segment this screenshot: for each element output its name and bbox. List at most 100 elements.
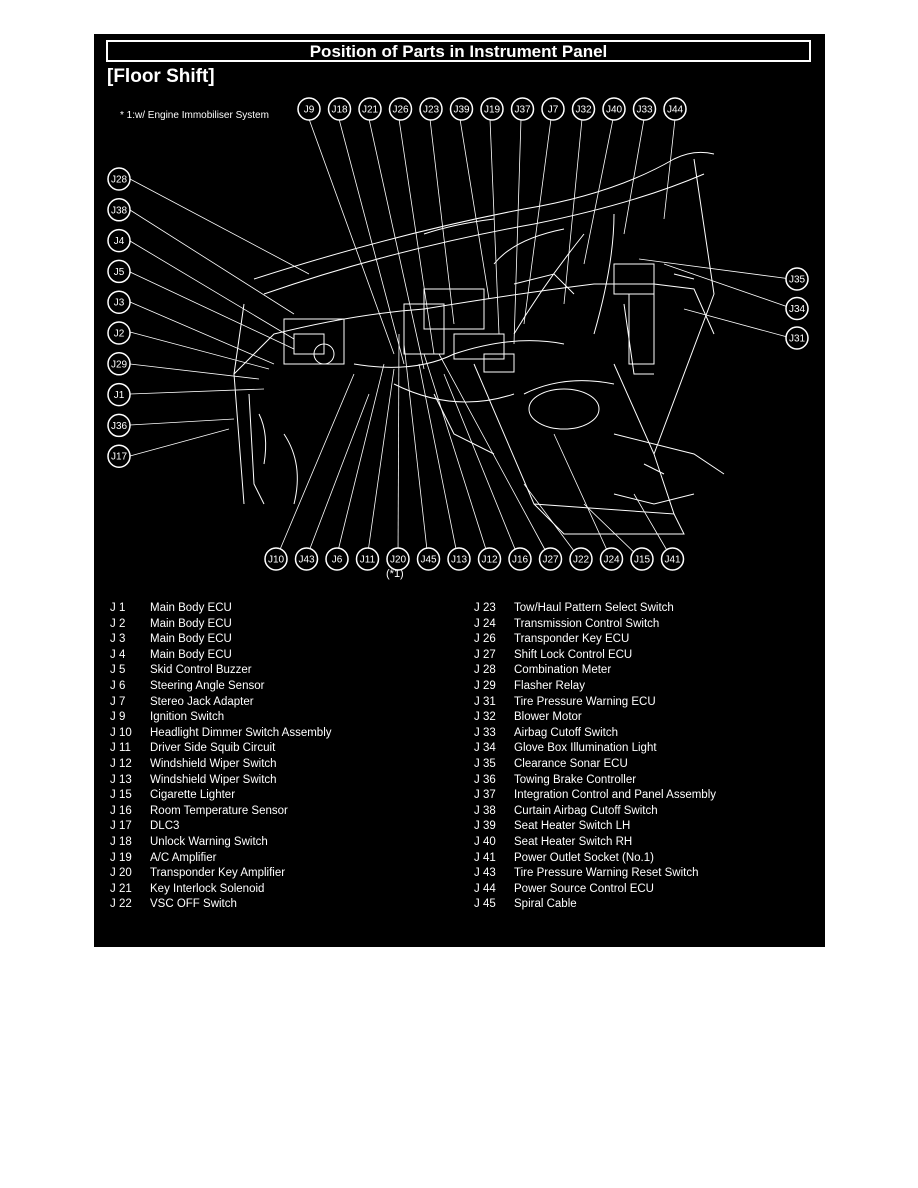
callout-circle bbox=[508, 547, 532, 571]
callout-label: J28 bbox=[111, 175, 128, 186]
legend-code: J 5 bbox=[110, 664, 126, 677]
legend-code: J 7 bbox=[110, 695, 126, 708]
legend-name: Transponder Key Amplifier bbox=[150, 867, 286, 880]
legend-name: Cigarette Lighter bbox=[150, 789, 236, 802]
callout-j10: J10 bbox=[264, 547, 288, 571]
callout-j5: J5 bbox=[107, 259, 131, 284]
callout-j45: J45 bbox=[416, 547, 441, 571]
callout-label: J22 bbox=[573, 555, 590, 566]
legend-name: Integration Control and Panel Assembly bbox=[514, 789, 717, 802]
legend-name: Flasher Relay bbox=[514, 679, 585, 692]
legend-code: J 13 bbox=[110, 773, 132, 786]
callout-label: J36 bbox=[111, 421, 128, 432]
legend-name: Steering Angle Sensor bbox=[150, 679, 265, 692]
legend-code: J 2 bbox=[110, 617, 126, 630]
callout-j4: J4 bbox=[107, 228, 131, 253]
legend-item: J 13 Windshield Wiper Switch bbox=[110, 773, 332, 789]
callout-j17: J17 bbox=[107, 444, 131, 468]
callout-j19: J19 bbox=[480, 97, 504, 121]
callout-j32: J32 bbox=[571, 97, 596, 121]
legend-item: J 20 Transponder Key Amplifier bbox=[110, 866, 332, 882]
legend-code: J 45 bbox=[474, 898, 496, 911]
legend-item: J 2 Main Body ECU bbox=[110, 617, 332, 633]
legend-name: Glove Box Illumination Light bbox=[514, 742, 657, 755]
callout-circle bbox=[571, 97, 596, 121]
callout-circle bbox=[602, 97, 626, 121]
legend-code: J 11 bbox=[110, 742, 131, 755]
legend-name: Windshield Wiper Switch bbox=[150, 773, 277, 786]
legend-code: J 28 bbox=[474, 664, 496, 677]
callout-j20: J20 bbox=[386, 547, 410, 571]
legend-item: J 28 Combination Meter bbox=[474, 663, 716, 679]
legend-code: J 16 bbox=[110, 804, 132, 817]
callout-circle bbox=[107, 259, 131, 284]
callout-label: J2 bbox=[114, 329, 125, 340]
callout-circle bbox=[541, 97, 565, 121]
legend-code: J 27 bbox=[474, 648, 496, 661]
legend-name: Curtain Airbag Cutoff Switch bbox=[514, 804, 658, 817]
callout-circle bbox=[416, 547, 441, 571]
callout-circle bbox=[107, 198, 131, 222]
callout-j15: J15 bbox=[630, 547, 654, 571]
legend-code: J 33 bbox=[474, 726, 496, 739]
legend-name: Main Body ECU bbox=[150, 617, 232, 630]
callout-label: J1 bbox=[114, 390, 125, 401]
callout-j27: J27 bbox=[538, 547, 563, 571]
callout-j28: J28 bbox=[107, 167, 131, 191]
legend-code: J 43 bbox=[474, 867, 496, 880]
callout-label: J33 bbox=[636, 105, 653, 116]
callout-label: J35 bbox=[789, 275, 806, 286]
legend-name: Transmission Control Switch bbox=[514, 617, 660, 630]
callout-j36: J36 bbox=[107, 413, 131, 438]
callout-circle bbox=[107, 352, 131, 376]
note: * 1:w/ Engine Immobiliser System bbox=[120, 110, 269, 121]
callout-circle bbox=[107, 290, 131, 314]
callout-label: J6 bbox=[332, 555, 343, 566]
legend-name: Power Outlet Socket (No.1) bbox=[514, 851, 654, 864]
callout-j40: J40 bbox=[602, 97, 626, 121]
callout-label: J29 bbox=[111, 359, 128, 370]
callout-circle bbox=[107, 228, 131, 253]
callout-j37: J37 bbox=[510, 97, 535, 121]
callout-j41: J41 bbox=[660, 547, 685, 571]
legend-code: J 9 bbox=[110, 711, 126, 724]
legend-name: Unlock Warning Switch bbox=[150, 835, 268, 848]
callout-circle bbox=[663, 97, 687, 121]
callout-j12: J12 bbox=[477, 547, 502, 571]
legend-code: J 15 bbox=[110, 789, 132, 802]
legend-name: Room Temperature Sensor bbox=[150, 804, 288, 817]
callout-label: J45 bbox=[420, 555, 437, 566]
legend-code: J 31 bbox=[474, 695, 496, 708]
callout-circle bbox=[297, 97, 321, 121]
callout-j13: J13 bbox=[447, 547, 471, 571]
callout-j6: J6 bbox=[325, 547, 349, 571]
callout-label: J13 bbox=[451, 555, 468, 566]
legend-name: Clearance Sonar ECU bbox=[514, 757, 628, 770]
callout-circle bbox=[785, 267, 809, 291]
callout-j1: J1 bbox=[107, 382, 131, 407]
page-title: Position of Parts in Instrument Panel bbox=[106, 40, 811, 62]
legend-name: Combination Meter bbox=[514, 664, 612, 677]
legend-code: J 24 bbox=[474, 617, 496, 630]
callout-j38: J38 bbox=[107, 198, 131, 222]
legend-code: J 20 bbox=[110, 867, 132, 880]
callout-circle bbox=[107, 167, 131, 191]
